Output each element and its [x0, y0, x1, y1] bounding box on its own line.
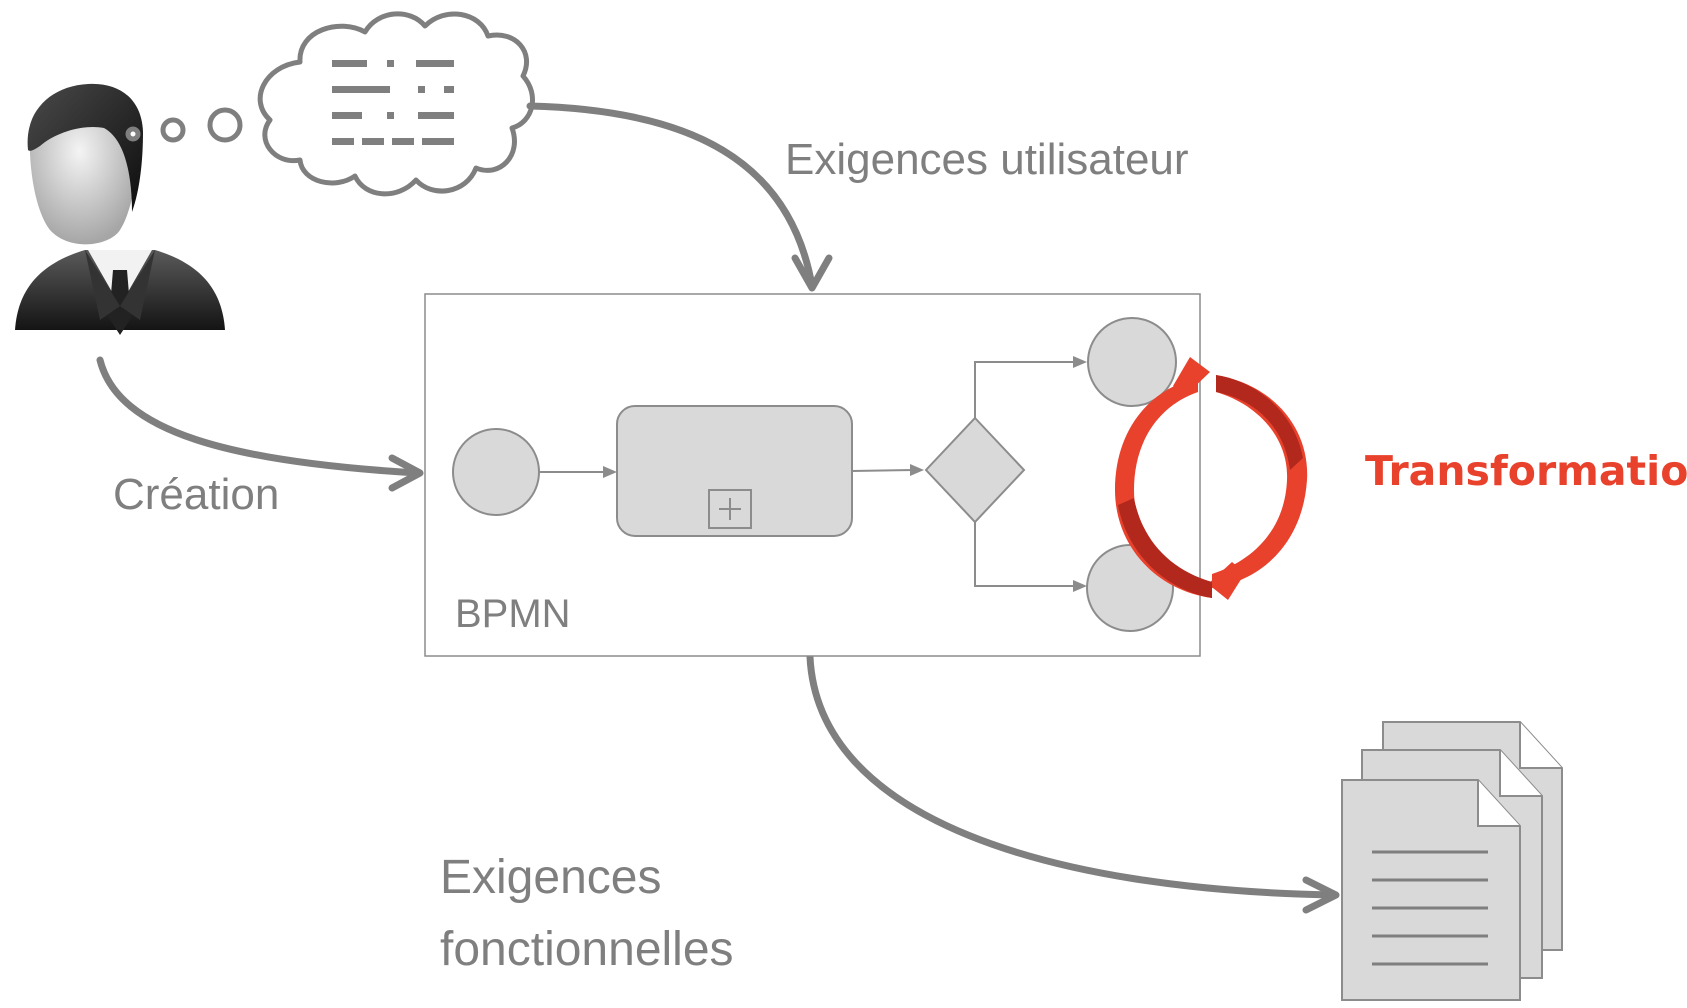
- arrow-user-requirements: [526, 102, 816, 290]
- arrow-functional-requirements: [806, 653, 1338, 899]
- document-lines-icon: [1372, 850, 1488, 966]
- document-stack-icon: [1341, 721, 1563, 1001]
- subprocess-expand-icon: [708, 489, 752, 529]
- arrow-creation: [96, 356, 422, 477]
- label-creation: Création: [113, 470, 280, 519]
- bpmn-start-event: [452, 428, 540, 516]
- arrowhead-creation: [388, 454, 424, 492]
- sequence-flow: [851, 469, 915, 472]
- sequence-flow-upper: [974, 361, 1075, 418]
- thought-bubbles: [125, 107, 243, 143]
- label-exigences-fonctionnelles-line1: Exigences: [440, 851, 662, 904]
- label-bpmn: BPMN: [455, 592, 571, 636]
- arrowhead-functional-requirements: [1302, 876, 1340, 914]
- sequence-flow-lower: [974, 522, 1075, 587]
- thought-cloud-icon: [257, 11, 535, 197]
- label-transformation: Transformation: [1365, 447, 1687, 495]
- bpmn-subprocess: [616, 405, 853, 537]
- businessman-icon: [15, 83, 225, 335]
- label-exigences-fonctionnelles-line2: fonctionnelles: [440, 923, 734, 976]
- bpmn-end-event-upper: [1087, 317, 1177, 407]
- circular-arrows-icon: [1115, 357, 1308, 600]
- label-exigences-utilisateur: Exigences utilisateur: [785, 135, 1189, 184]
- cloud-text-lines-icon: [332, 60, 454, 145]
- arrowhead-user-requirements: [791, 254, 833, 292]
- bpmn-process: [452, 317, 1177, 632]
- flow-arrows: [96, 102, 1340, 914]
